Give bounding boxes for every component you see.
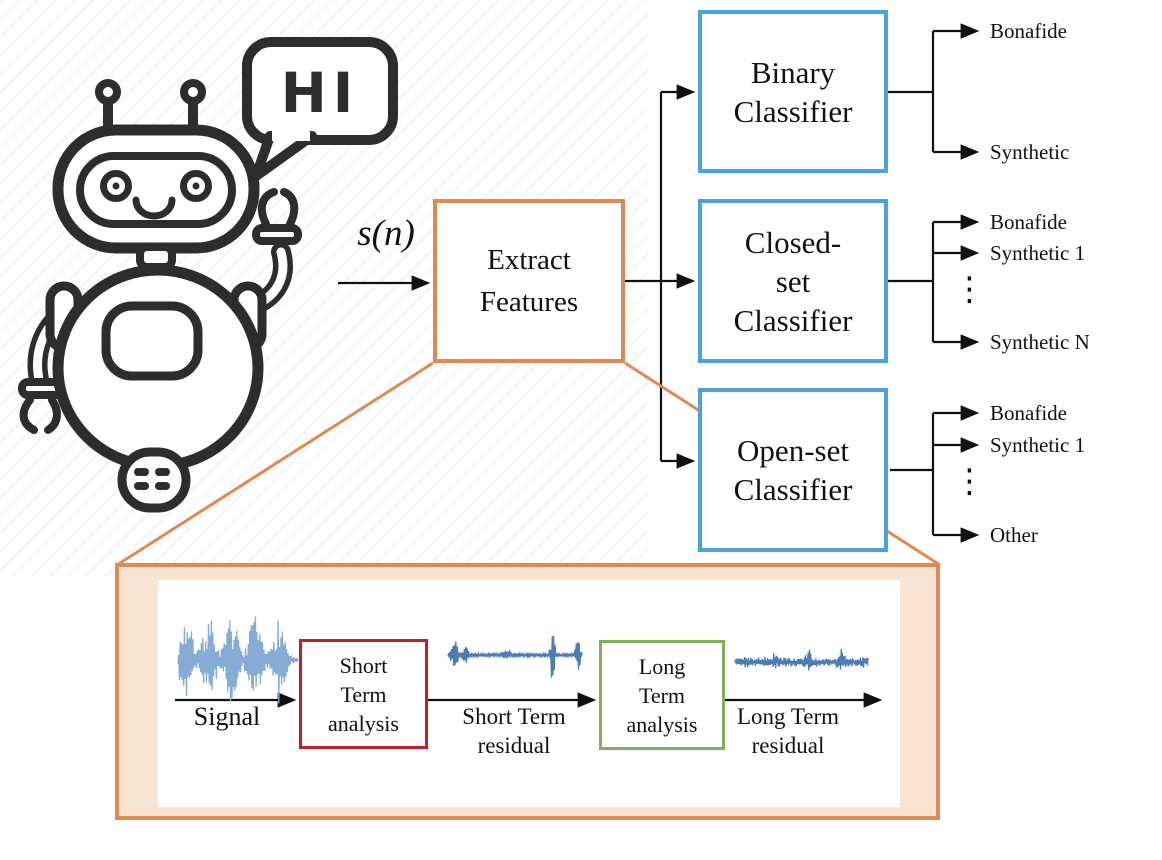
open-output-ellipsis: ⋮ xyxy=(953,461,986,500)
short-term-analysis-box: Short Term analysis xyxy=(299,639,428,749)
closed-set-output-bracket xyxy=(888,214,980,350)
detail-flow-layer xyxy=(175,616,883,708)
speech-bubble-text: HI xyxy=(281,61,360,125)
signal-waveform xyxy=(177,616,299,704)
short-term-analysis-label: Short Term analysis xyxy=(328,652,399,736)
short-term-residual-waveform xyxy=(447,635,583,678)
closed-set-classifier-label: Closed- set Classifier xyxy=(733,224,853,338)
binary-classifier-box: Binary Classifier xyxy=(698,10,888,173)
open-set-classifier-label: Open-set Classifier xyxy=(733,433,853,507)
robot-head xyxy=(52,124,260,254)
closed-output-synthetic-n: Synthetic N xyxy=(990,330,1090,354)
robot-smile xyxy=(132,196,176,220)
open-set-classifier-box: Open-set Classifier xyxy=(698,388,888,552)
binary-output-synthetic: Synthetic xyxy=(990,140,1070,164)
closed-output-synthetic-1: Synthetic 1 xyxy=(990,241,1086,265)
open-set-output-bracket xyxy=(890,405,980,543)
open-output-bonafide: Bonafide xyxy=(990,401,1067,425)
robot-illustration: HI xyxy=(18,37,398,513)
binary-output-bracket xyxy=(888,23,980,160)
short-term-residual-label: Short Term residual xyxy=(462,704,566,758)
long-term-analysis-box: Long Term analysis xyxy=(599,640,725,750)
closed-output-bonafide: Bonafide xyxy=(990,210,1067,234)
robot-base xyxy=(117,447,191,513)
binary-output-bonafide: Bonafide xyxy=(990,19,1067,43)
signal-label: Signal xyxy=(193,702,261,731)
speech-bubble xyxy=(242,37,398,181)
long-term-residual-label: Long Term residual xyxy=(736,704,840,758)
long-term-residual-waveform xyxy=(734,648,869,671)
open-output-other: Other xyxy=(990,523,1038,547)
extract-features-label: Extract Features xyxy=(479,244,579,318)
long-term-analysis-label: Long Term analysis xyxy=(626,653,698,737)
feature-extraction-detail-panel: Short Term analysis Long Term analysis S… xyxy=(115,563,940,820)
robot-chest-screen xyxy=(101,301,203,381)
extract-features-box: Extract Features xyxy=(433,199,625,363)
closed-output-ellipsis: ⋮ xyxy=(953,269,986,308)
open-output-synthetic-1: Synthetic 1 xyxy=(990,433,1086,457)
closed-set-classifier-box: Closed- set Classifier xyxy=(698,199,888,363)
main-flow-lines xyxy=(338,84,696,469)
binary-classifier-label: Binary Classifier xyxy=(733,54,853,129)
robot-body xyxy=(45,243,267,513)
callout-line-left xyxy=(116,361,434,567)
detail-panel-inner: Short Term analysis Long Term analysis S… xyxy=(158,580,900,807)
input-signal-label: s(n) xyxy=(357,213,415,254)
